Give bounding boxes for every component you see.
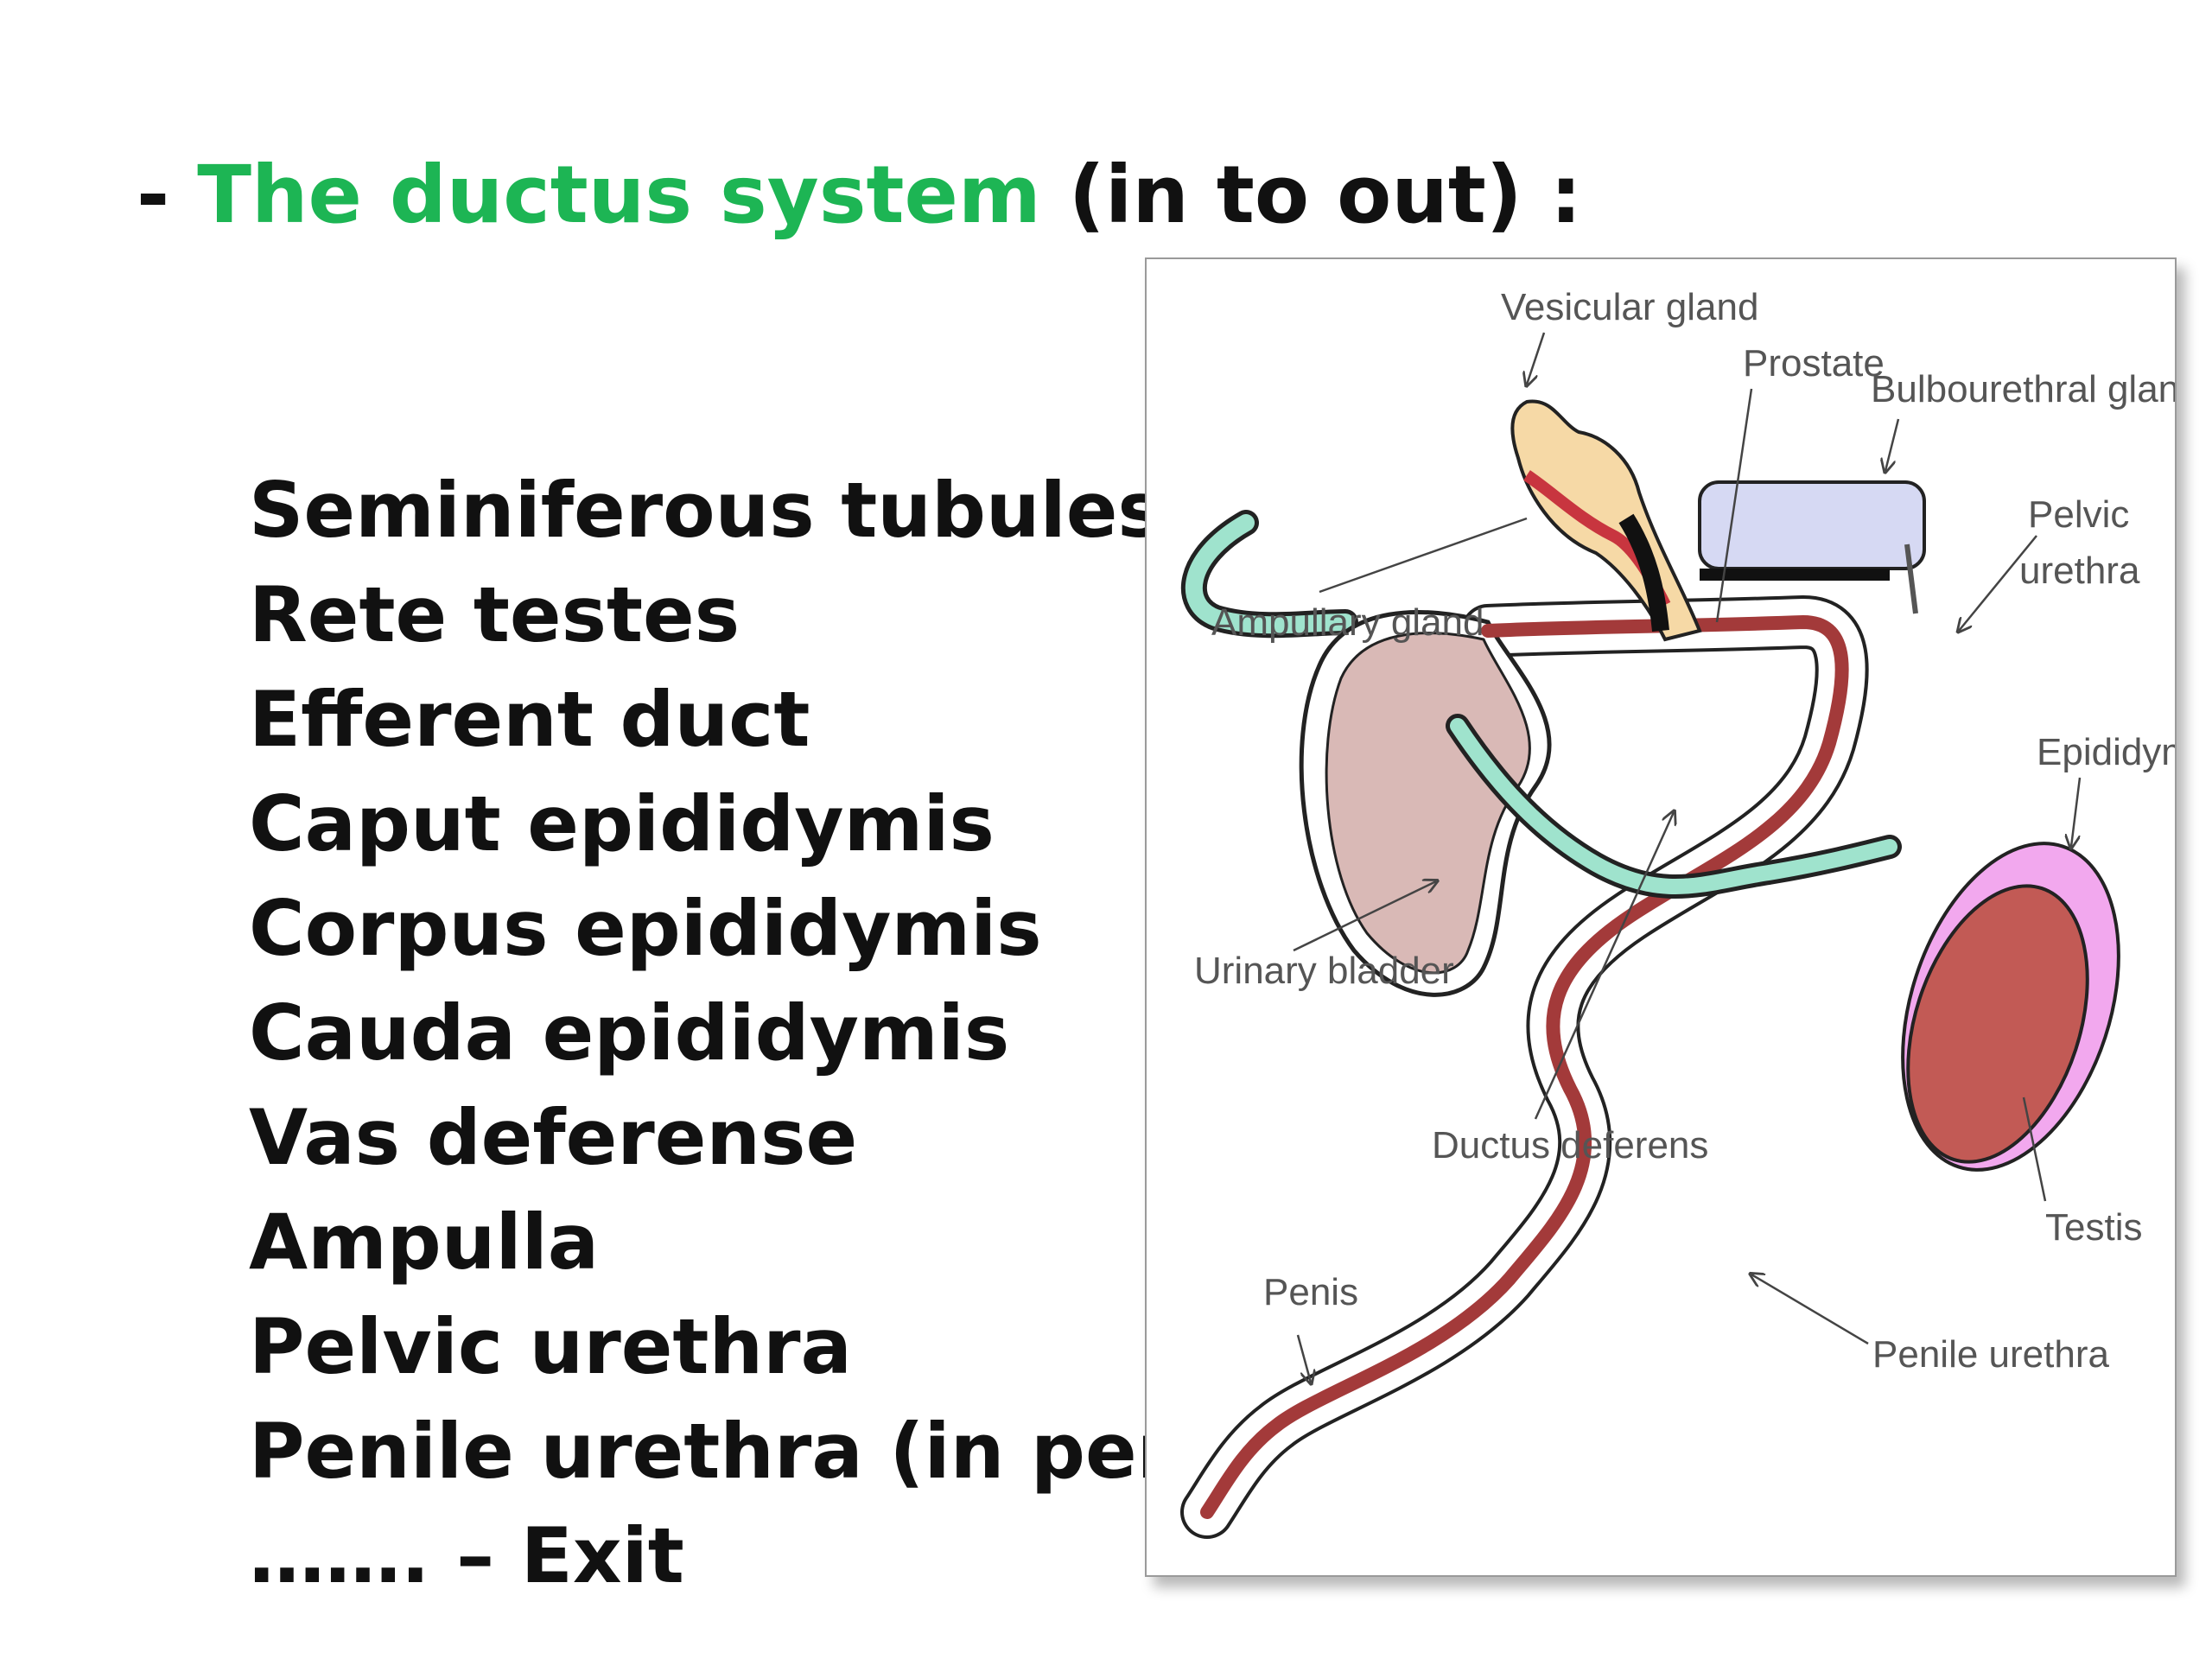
urethra [1200,614,1849,1519]
label-testis: Testis [2045,1206,2142,1249]
bulbourethral-duct [1904,543,1918,614]
ductus-list: Seminiferous tubules Rete testes Efferen… [249,458,1297,1608]
list-item: Seminiferous tubules [249,466,1163,555]
list-item: Corpus epididymis [249,884,1042,973]
bulbourethral-gland [1698,480,1926,570]
ampulla-black [1618,513,1669,632]
list-item: Cauda epididymis [249,988,1010,1077]
list-item: Pelvic urethra [249,1302,852,1391]
list-item: Caput epididymis [249,779,995,868]
title-highlight: The ductus system [197,149,1041,241]
list-item: ……. – Exit [249,1511,684,1600]
label-epididymis: Epididymis [2037,731,2175,773]
ductus-deferens-left-fill [1185,514,1354,634]
reproductive-tract-diagram: Vesicular gland Prostate Bulbourethral g… [1145,257,2177,1577]
prostate [1700,569,1890,581]
list-item: Efferent duct [249,675,810,764]
label-penis: Penis [1263,1271,1358,1313]
label-prostate: Prostate [1743,342,1885,385]
list-item: Penile urethra (in penis) [249,1407,1298,1496]
title-suffix: (in to out) : [1040,149,1582,241]
testis [1906,884,2089,1164]
slide-title: - The ductus system (in to out) : [137,149,1582,241]
label-pelvic-urethra-2: urethra [2019,550,2140,592]
label-ampullary-gland: Ampullary gland [1211,601,1484,644]
label-pelvic-urethra-1: Pelvic [2028,493,2129,536]
label-bulbourethral-gland: Bulbourethral gland [1871,368,2175,410]
diagram-svg: Vesicular gland Prostate Bulbourethral g… [1180,286,2175,1539]
list-item: Ampulla [249,1198,600,1287]
label-ductus-deferens: Ductus deferens [1432,1124,1708,1166]
urinary-bladder-fill [1325,632,1531,975]
label-vesicular-gland: Vesicular gland [1501,286,1758,328]
title-prefix: - [137,149,198,241]
list-item: Vas deferense [249,1093,858,1182]
ductus-deferens-right-fill [1450,718,1897,894]
label-urinary-bladder: Urinary bladder [1194,950,1454,992]
label-penile-urethra: Penile urethra [1872,1333,2109,1376]
list-item: Rete testes [249,570,741,659]
